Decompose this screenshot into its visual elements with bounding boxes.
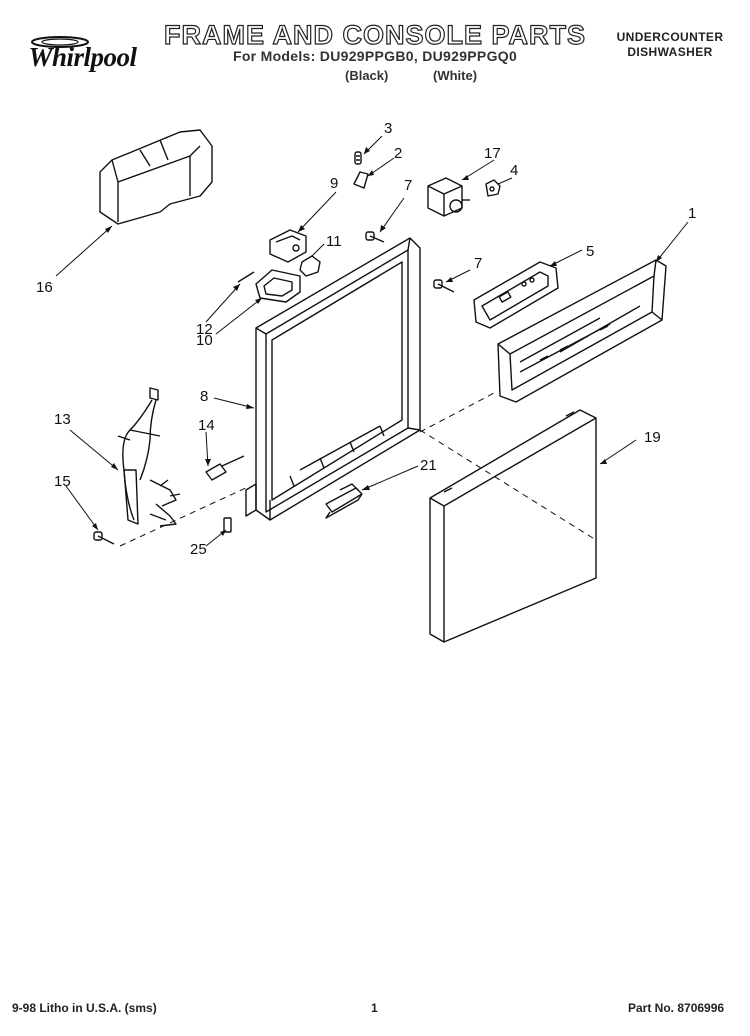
callout-1: 1: [688, 205, 696, 222]
part-25-clip: [223, 517, 232, 533]
part-21-handle: [325, 483, 363, 519]
arrow-25: [220, 530, 226, 536]
callout-8: 8: [200, 388, 208, 405]
arrow-7-lower: [446, 277, 453, 282]
leader-16: [55, 225, 113, 277]
part-7-screw-upper: [365, 231, 385, 243]
callout-4: 4: [510, 162, 518, 179]
arrow-7-upper: [380, 225, 386, 232]
leader-19: [599, 439, 637, 465]
category-line-1: UNDERCOUNTER: [616, 30, 724, 44]
arrow-12: [233, 284, 240, 291]
model-list: For Models: DU929PPGB0, DU929PPGQ0: [232, 48, 518, 64]
callout-7-lower: 7: [474, 255, 482, 272]
leader-10: [215, 297, 263, 335]
arrow-1: [656, 255, 662, 262]
product-category: UNDERCOUNTER DISHWASHER: [600, 30, 740, 60]
callout-9: 9: [330, 175, 338, 192]
callout-2: 2: [394, 145, 402, 162]
arrow-9: [298, 225, 305, 232]
callout-7-upper: 7: [404, 177, 412, 194]
callout-12: 12: [196, 321, 213, 338]
part-3-screw: [354, 151, 362, 165]
callout-17: 17: [484, 145, 501, 162]
part-19-door-panel: [429, 409, 597, 643]
page-title: FRAME AND CONSOLE PARTS: [163, 19, 586, 50]
color-label-white: (White): [433, 68, 478, 83]
part-8-door-frame: [245, 237, 421, 521]
part-number: Part No. 8706996: [628, 1001, 725, 1015]
leader-7-upper: [379, 197, 405, 233]
callout-14: 14: [198, 417, 215, 434]
part-12-pin: [237, 271, 255, 283]
logo-swoosh-icon: [31, 36, 89, 48]
alignment-line-frame-console: [419, 391, 497, 433]
arrow-17: [462, 175, 469, 180]
leader-9: [297, 191, 337, 233]
leader-12: [205, 283, 241, 323]
arrow-13: [111, 463, 118, 470]
part-2-clip: [353, 171, 369, 189]
arrow-2: [368, 170, 374, 176]
arrow-21: [362, 485, 370, 490]
part-4-clip: [485, 179, 501, 197]
arrow-10: [255, 298, 262, 304]
alignment-line-frame-door: [419, 429, 597, 541]
whirlpool-logo: Whirlpool: [10, 28, 155, 76]
leader-15: [65, 485, 99, 531]
arrow-14: [205, 459, 211, 466]
callout-21: 21: [420, 457, 437, 474]
leader-1: [655, 221, 689, 263]
arrow-5: [550, 261, 557, 266]
arrow-16: [105, 226, 112, 233]
alignment-line-harness: [119, 485, 251, 547]
part-7-screw-lower: [433, 279, 455, 293]
part-1-console: [497, 259, 667, 403]
brand-name: Whirlpool: [28, 42, 137, 72]
part-17-switch: [427, 177, 470, 217]
callout-3: 3: [384, 120, 392, 137]
leader-21: [361, 465, 419, 491]
part-13-wire-harness: [117, 387, 181, 527]
page-number: 1: [371, 1001, 378, 1015]
arrow-3: [364, 147, 370, 154]
color-label-black: (Black): [345, 68, 389, 83]
arrow-15: [92, 523, 98, 530]
litho-note: 9-98 Litho in U.S.A. (sms): [12, 1001, 157, 1015]
part-14-connector: [205, 455, 245, 481]
part-10-strike: [255, 269, 301, 303]
callout-10: 10: [196, 332, 213, 349]
part-9-latch: [269, 229, 307, 263]
callout-5: 5: [586, 243, 594, 260]
category-line-2: DISHWASHER: [627, 45, 713, 59]
callout-15: 15: [54, 473, 71, 490]
callout-25: 25: [190, 541, 207, 558]
callout-11: 11: [326, 233, 342, 250]
callout-16: 16: [36, 279, 53, 296]
callout-13: 13: [54, 411, 71, 428]
part-15-screw: [93, 531, 115, 545]
part-5-control-panel: [473, 261, 559, 329]
arrow-19: [600, 459, 607, 464]
leader-4: [497, 177, 513, 185]
part-11-knob: [299, 255, 321, 277]
part-16-bracket: [99, 129, 213, 225]
arrow-8: [246, 404, 254, 409]
leader-13: [69, 429, 119, 471]
callout-19: 19: [644, 429, 661, 446]
leader-11: [311, 243, 325, 257]
